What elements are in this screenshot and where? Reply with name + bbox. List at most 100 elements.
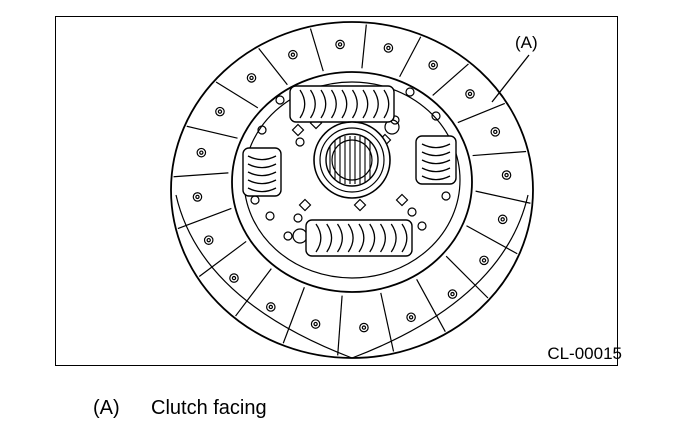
- damper-spring-bottom: [305, 219, 413, 257]
- facing-rivet: [501, 170, 512, 180]
- plate-hole: [293, 213, 303, 223]
- spring-coil: [379, 223, 386, 253]
- facing-rivet: [229, 273, 239, 283]
- plate-hole: [257, 125, 267, 135]
- facing-groove: [432, 63, 469, 96]
- facing-groove: [416, 278, 446, 332]
- spring-coil: [247, 155, 277, 161]
- spring-coil: [351, 89, 358, 119]
- facing-rivet: [467, 91, 473, 97]
- facing-rivet: [481, 258, 487, 263]
- facing-rivet: [268, 304, 274, 310]
- callout-label-a: (A): [515, 33, 538, 52]
- facing-rivet: [337, 42, 343, 47]
- damper-spring-top: [289, 85, 395, 123]
- facing-rivet: [490, 127, 501, 137]
- spring-coil: [383, 89, 390, 119]
- facing-grooves: [173, 24, 531, 356]
- facing-rivet: [196, 147, 207, 158]
- spring-coil: [421, 151, 451, 157]
- facing-rivets: [192, 39, 512, 333]
- spring-coil: [347, 223, 354, 253]
- facing-groove: [445, 255, 489, 299]
- facing-groove: [361, 24, 367, 69]
- spring-coil: [341, 89, 348, 119]
- facing-rivet: [335, 39, 345, 50]
- facing-rivet: [217, 109, 223, 114]
- plate-hole: [431, 111, 441, 121]
- facing-rivet: [290, 52, 296, 57]
- plate-hole: [275, 95, 285, 105]
- facing-rivet: [361, 325, 367, 330]
- spring-coil: [421, 167, 451, 173]
- legend-key: (A): [93, 397, 120, 419]
- plate-hole: [405, 87, 415, 97]
- facing-rivet: [206, 237, 211, 243]
- facing-groove: [235, 268, 272, 317]
- figure-code: CL-00015: [547, 344, 622, 363]
- facing-rivet: [428, 60, 438, 70]
- facing-groove: [282, 287, 305, 344]
- facing-groove: [380, 292, 395, 352]
- rivet-head: [353, 198, 367, 212]
- facing-rivet: [497, 214, 508, 225]
- plate-hole: [265, 211, 275, 221]
- facing-rivet: [500, 217, 505, 222]
- facing-rivet: [199, 150, 204, 155]
- facing-rivet: [288, 49, 298, 60]
- facing-rivet: [192, 192, 203, 202]
- spring-coil: [336, 223, 343, 253]
- facing-rivet: [310, 319, 321, 329]
- facing-rivet: [359, 322, 369, 333]
- plate-hole: [295, 137, 305, 147]
- facing-groove: [173, 172, 229, 178]
- facing-rivet: [386, 45, 391, 51]
- spring-coil: [315, 223, 322, 253]
- facing-rivet: [383, 43, 394, 53]
- facing-groove: [475, 190, 531, 204]
- facing-rivet: [450, 291, 455, 297]
- facing-rivet: [203, 235, 214, 245]
- spring-coil: [247, 163, 277, 169]
- facing-groove: [215, 81, 259, 109]
- facing-rivet: [447, 289, 458, 299]
- spring-coil: [421, 143, 451, 149]
- facing-groove: [466, 225, 518, 255]
- splined-hub: [313, 121, 391, 199]
- spring-coil: [326, 223, 333, 253]
- facing-rivet: [465, 89, 475, 99]
- spring-coil: [247, 179, 277, 185]
- legend-item: (A) Clutch facing: [93, 398, 267, 418]
- spring-coil: [401, 223, 408, 253]
- facing-rivet: [231, 275, 237, 281]
- facing-rivet: [266, 302, 276, 312]
- facing-rivet: [504, 172, 509, 178]
- facing-rivet: [406, 312, 416, 323]
- facing-groove: [177, 207, 232, 230]
- legend-text: Clutch facing: [151, 397, 267, 419]
- facing-rivet: [249, 75, 254, 81]
- facing-groove: [337, 295, 343, 356]
- spring-coil: [320, 89, 327, 119]
- damper-spring-left: [242, 147, 282, 197]
- spring-coil: [330, 89, 337, 119]
- facing-groove: [198, 240, 247, 278]
- spring-coil: [372, 89, 379, 119]
- spring-coil: [421, 175, 451, 181]
- facing-groove: [457, 102, 505, 124]
- spring-coil: [369, 223, 376, 253]
- facing-rivet: [493, 129, 498, 135]
- spring-coil: [299, 89, 306, 119]
- spring-coil: [309, 89, 316, 119]
- spring-coil: [421, 159, 451, 165]
- spring-coil: [358, 223, 365, 253]
- callout-leader: [491, 54, 530, 103]
- rivet-head: [291, 123, 305, 137]
- plate-hole: [441, 191, 451, 201]
- spring-coil: [362, 89, 369, 119]
- plate-hole: [283, 231, 293, 241]
- spring-coil: [247, 187, 277, 193]
- facing-rivet: [479, 255, 489, 266]
- spring-coil: [247, 171, 277, 177]
